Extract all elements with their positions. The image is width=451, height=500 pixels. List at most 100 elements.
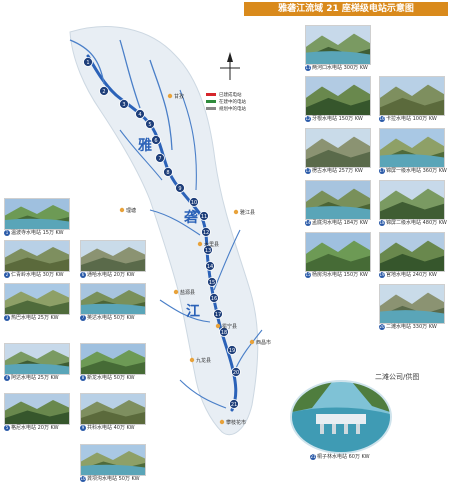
caption-number: 19 (379, 272, 385, 278)
caption-text: 两河口水电站 300万 KW (312, 65, 368, 71)
landscape-thumbnail (5, 344, 69, 374)
town-label: 甘孜 (174, 93, 184, 100)
station-marker: 16 (209, 293, 219, 303)
station-photo-large (290, 380, 392, 454)
caption-number: 18 (379, 220, 385, 226)
station-photo (379, 128, 445, 168)
legend-item: 已建成电站 (206, 92, 246, 99)
caption-text: 桐子林水电站 60万 KW (317, 454, 370, 460)
station-marker: 4 (135, 109, 145, 119)
map-title: 雅砻江流域 21 座梯级电站示意图 (244, 2, 448, 16)
caption-text: 二滩水电站 330万 KW (386, 324, 437, 330)
caption-text: 杨房沟水电站 150万 KW (312, 272, 368, 278)
caption-text: 英达水电站 50万 KW (87, 315, 135, 321)
tributary (119, 129, 163, 181)
station-number: 5 (148, 122, 151, 128)
station-photo (4, 198, 70, 230)
caption-number: 15 (305, 272, 311, 278)
station-marker: 9 (175, 183, 185, 193)
town-dot (173, 289, 179, 295)
station-marker: 14 (205, 261, 215, 271)
landscape-thumbnail (306, 129, 370, 167)
photo-caption: 12牙根水电站 150万 KW (305, 116, 363, 122)
town-dot (189, 357, 195, 363)
caption-number: 5 (4, 425, 10, 431)
station-number: 8 (166, 170, 169, 176)
caption-number: 3 (4, 315, 10, 321)
caption-number: 9 (80, 425, 86, 431)
photo-caption: 13楞古水电站 257万 KW (305, 168, 363, 174)
landscape-thumbnail (306, 26, 370, 64)
caption-text: 楞古水电站 257万 KW (312, 168, 363, 174)
landscape-thumbnail (380, 129, 444, 167)
station-photo (305, 76, 371, 116)
photo-caption: 11两河口水电站 300万 KW (305, 65, 368, 71)
station-number: 2 (102, 89, 105, 95)
station-number: 20 (233, 370, 239, 376)
town-dot (167, 93, 173, 99)
station-number: 6 (154, 138, 157, 144)
caption-number: 6 (80, 272, 86, 278)
caption-number: 17 (379, 168, 385, 174)
station-number: 10 (191, 200, 197, 206)
caption-number: 7 (80, 315, 86, 321)
station-number: 19 (229, 348, 235, 354)
caption-number: 1 (4, 230, 10, 236)
map-legend: 已建成电站 在建中的电站 规划中的电站 (206, 92, 246, 113)
legend-item: 在建中的电站 (206, 99, 246, 106)
station-photo (80, 283, 146, 315)
station-number: 3 (122, 102, 125, 108)
station-marker: 6 (151, 135, 161, 145)
town-dot (233, 209, 239, 215)
station-photo (305, 232, 371, 272)
station-photo (4, 283, 70, 315)
legend-item: 规划中的电站 (206, 106, 246, 113)
town-label: 雅江县 (240, 209, 255, 216)
landscape-thumbnail (81, 394, 145, 424)
landscape-thumbnail (5, 284, 69, 314)
river-label-char: 江 (186, 303, 200, 320)
tributary (69, 39, 105, 85)
caption-text: 孟底沟水电站 184万 KW (312, 220, 368, 226)
photo-caption: 18锦屏二级水电站 480万 KW (379, 220, 447, 226)
town-label: 理塘 (126, 207, 136, 214)
station-marker: 21 (229, 399, 239, 409)
tributary (179, 89, 197, 191)
station-number: 13 (205, 248, 211, 254)
north-arrow-icon (220, 52, 240, 80)
landscape-thumbnail (306, 181, 370, 219)
caption-text: 共科水电站 40万 KW (87, 425, 135, 431)
photo-caption: 15杨房沟水电站 150万 KW (305, 272, 368, 278)
station-number: 15 (209, 280, 215, 286)
town-label: 西昌市 (256, 339, 271, 346)
station-marker: 2 (99, 86, 109, 96)
landscape-thumbnail (81, 284, 145, 314)
station-photo (305, 128, 371, 168)
landscape-thumbnail (306, 233, 370, 271)
station-photo (4, 393, 70, 425)
caption-text: 锦屏二级水电站 480万 KW (386, 220, 447, 226)
photo-caption: 16卡拉水电站 100万 KW (379, 116, 437, 122)
caption-text: 仁青岭水电站 30万 KW (11, 272, 64, 278)
caption-number: 11 (305, 65, 311, 71)
station-marker: 12 (201, 227, 211, 237)
caption-text: 阿达水电站 25万 KW (11, 375, 59, 381)
caption-text: 新龙水电站 50万 KW (87, 375, 135, 381)
station-photo (80, 393, 146, 425)
photo-caption: 10龚坝沟水电站 50万 KW (80, 476, 140, 482)
photo-caption: 20二滩水电站 330万 KW (379, 324, 437, 330)
landscape-thumbnail (5, 241, 69, 271)
landscape-thumbnail (5, 199, 69, 229)
landscape-thumbnail (81, 344, 145, 374)
landscape-thumbnail (380, 181, 444, 219)
landscape-thumbnail (5, 394, 69, 424)
town-label: 冕宁县 (222, 323, 237, 330)
